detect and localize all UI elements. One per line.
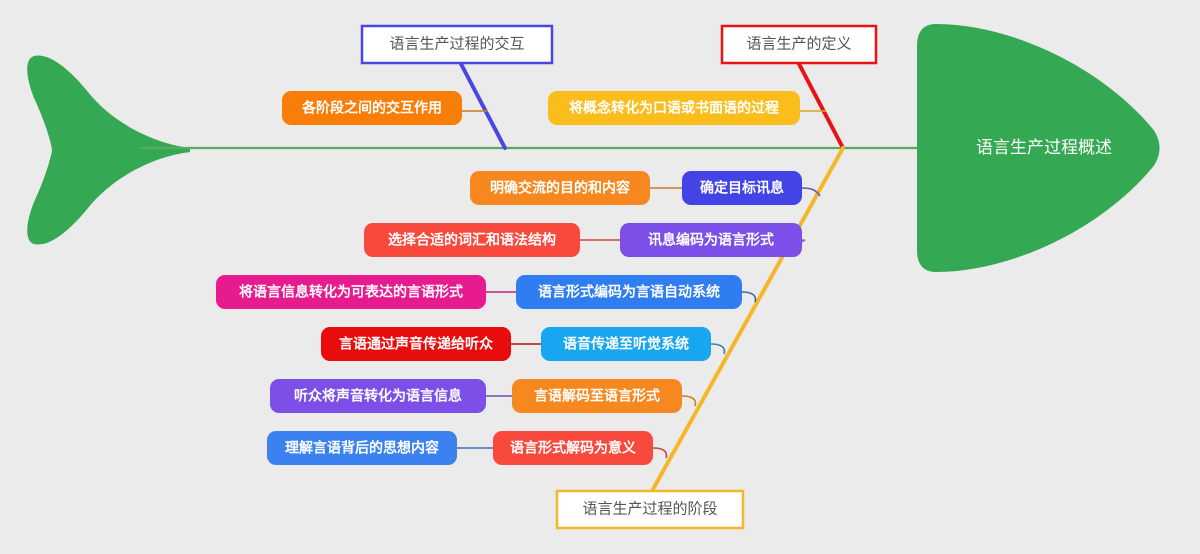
- leaf-label-stage-1: 讯息编码为语言形式: [648, 232, 774, 248]
- leaf-label-stage-2: 语言形式编码为言语自动系统: [538, 284, 720, 300]
- connector-stage-0-to-spine: [801, 187, 821, 197]
- leaf-box-definition-0[interactable]: [548, 91, 800, 125]
- connector-stage-5-tail: [652, 447, 668, 459]
- leaf-label-definition-0: 将概念转化为口语或书面语的过程: [569, 100, 779, 116]
- leaf-label-stage-1-detail: 选择合适的词汇和语法结构: [388, 232, 556, 248]
- leaf-label-stage-0-detail: 明确交流的目的和内容: [490, 180, 630, 196]
- leaf-box-stage-3[interactable]: [541, 327, 711, 361]
- leaf-label-stage-3: 语音传递至听觉系统: [563, 336, 689, 352]
- leaf-box-stage-5[interactable]: [493, 431, 653, 465]
- category-label-stages: 语言生产过程的阶段: [582, 500, 717, 517]
- leaf-box-stage-3-detail[interactable]: [321, 327, 511, 361]
- category-label-definition: 语言生产的定义: [746, 35, 851, 52]
- leaf-label-stage-4: 言语解码至语言形式: [534, 388, 660, 404]
- branch-line-interaction: [458, 60, 507, 150]
- leaf-box-stage-0[interactable]: [682, 171, 802, 205]
- leaf-box-stage-5-detail[interactable]: [267, 431, 457, 465]
- category-box-stages[interactable]: [555, 489, 745, 530]
- connector-stage-4-tail: [681, 395, 697, 407]
- leaf-box-stage-2[interactable]: [516, 275, 742, 309]
- fish-head-body: [917, 24, 1160, 272]
- branch-line-definition: [796, 60, 845, 150]
- leaf-box-stage-4-detail[interactable]: [270, 379, 486, 413]
- leaf-label-stage-2-detail: 将语言信息转化为可表达的言语形式: [239, 284, 463, 300]
- leaf-label-stage-4-detail: 听众将声音转化为语言信息: [294, 388, 462, 404]
- leaf-box-stage-4[interactable]: [512, 379, 682, 413]
- leaf-label-interaction-0: 各阶段之间的交互作用: [301, 100, 442, 116]
- fish-head-label: 语言生产过程概述: [976, 138, 1112, 157]
- leaf-label-stage-3-detail: 言语通过声音传递给听众: [339, 336, 493, 352]
- leaf-label-stage-0: 确定目标讯息: [700, 180, 784, 196]
- leaf-box-stage-1[interactable]: [620, 223, 802, 257]
- connector-stage-3-tail: [710, 343, 726, 355]
- leaf-box-interaction-0[interactable]: [282, 91, 462, 125]
- branch-line-stages: [650, 146, 845, 493]
- connector-stage-2-tail: [741, 291, 757, 303]
- leaf-box-stage-2-detail[interactable]: [216, 275, 486, 309]
- leaf-box-stage-0-detail[interactable]: [470, 171, 650, 205]
- category-box-definition[interactable]: [720, 24, 878, 65]
- fish-tail: [27, 55, 190, 245]
- leaf-label-stage-5-detail: 理解言语背后的思想内容: [285, 440, 439, 456]
- leaf-label-stage-5: 语言形式解码为意义: [510, 440, 636, 456]
- leaf-box-stage-1-detail[interactable]: [364, 223, 580, 257]
- category-label-interaction: 语言生产过程的交互: [389, 34, 524, 52]
- category-box-interaction[interactable]: [360, 24, 554, 65]
